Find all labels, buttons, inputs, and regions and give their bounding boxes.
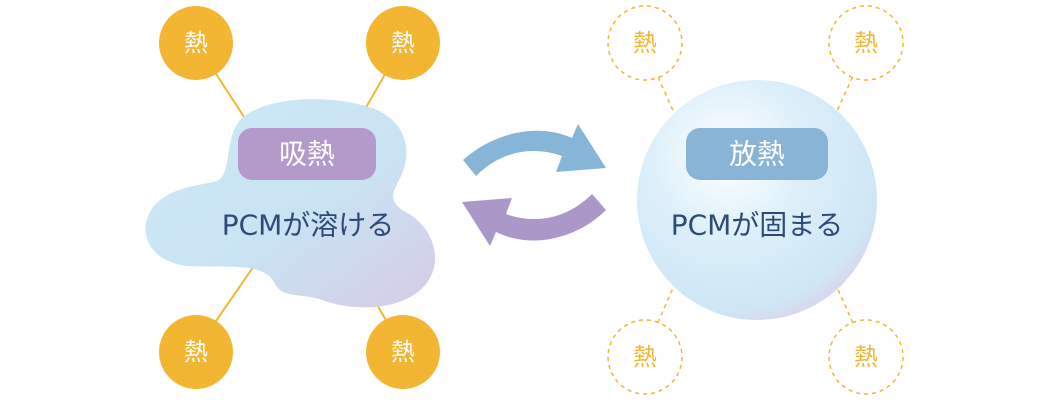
heat-label: 熱 xyxy=(184,29,208,57)
heat-circle xyxy=(159,6,233,80)
absorb-pill xyxy=(238,128,376,180)
solid-pcm-sphere xyxy=(637,80,877,320)
solidifying-state-label: PCMが固まる xyxy=(671,209,844,242)
release-pill xyxy=(686,128,828,180)
cycle-arrows xyxy=(462,124,606,246)
heat-circle xyxy=(159,315,233,389)
heat-label: 熱 xyxy=(633,343,657,371)
heat-label: 熱 xyxy=(854,343,878,371)
left-melting-group: 吸熱 PCMが溶ける 熱 熱 熱 熱 xyxy=(145,6,440,389)
heat-badge: 熱 xyxy=(366,6,440,80)
heat-circle-dashed xyxy=(607,319,683,395)
heat-label: 熱 xyxy=(391,338,415,366)
dashed-connector xyxy=(829,47,867,127)
heat-label: 熱 xyxy=(391,29,415,57)
heat-circle-dashed xyxy=(828,319,904,395)
curved-arrow-left-icon xyxy=(462,194,606,246)
absorb-label: 吸熱 xyxy=(279,138,335,171)
heat-badge-dashed: 熱 xyxy=(607,5,683,81)
release-label: 放熱 xyxy=(729,138,785,171)
heat-circle xyxy=(366,315,440,389)
heat-badge-dashed: 熱 xyxy=(607,319,683,395)
heat-label: 熱 xyxy=(854,29,878,57)
heat-circle-dashed xyxy=(607,5,683,81)
heat-badge: 熱 xyxy=(159,6,233,80)
heat-circle xyxy=(366,6,440,80)
heat-badge-dashed: 熱 xyxy=(828,319,904,395)
heat-badge: 熱 xyxy=(159,315,233,389)
melting-state-label: PCMが溶ける xyxy=(222,209,395,242)
heat-circle-dashed xyxy=(828,5,904,81)
heat-label: 熱 xyxy=(184,338,208,366)
heat-badge-dashed: 熱 xyxy=(828,5,904,81)
heat-badge: 熱 xyxy=(366,315,440,389)
heat-label: 熱 xyxy=(633,29,657,57)
curved-arrow-right-icon xyxy=(463,124,606,176)
right-solid-group: 放熱 PCMが固まる 熱 熱 熱 熱 xyxy=(607,5,904,395)
dashed-connector xyxy=(644,47,681,127)
